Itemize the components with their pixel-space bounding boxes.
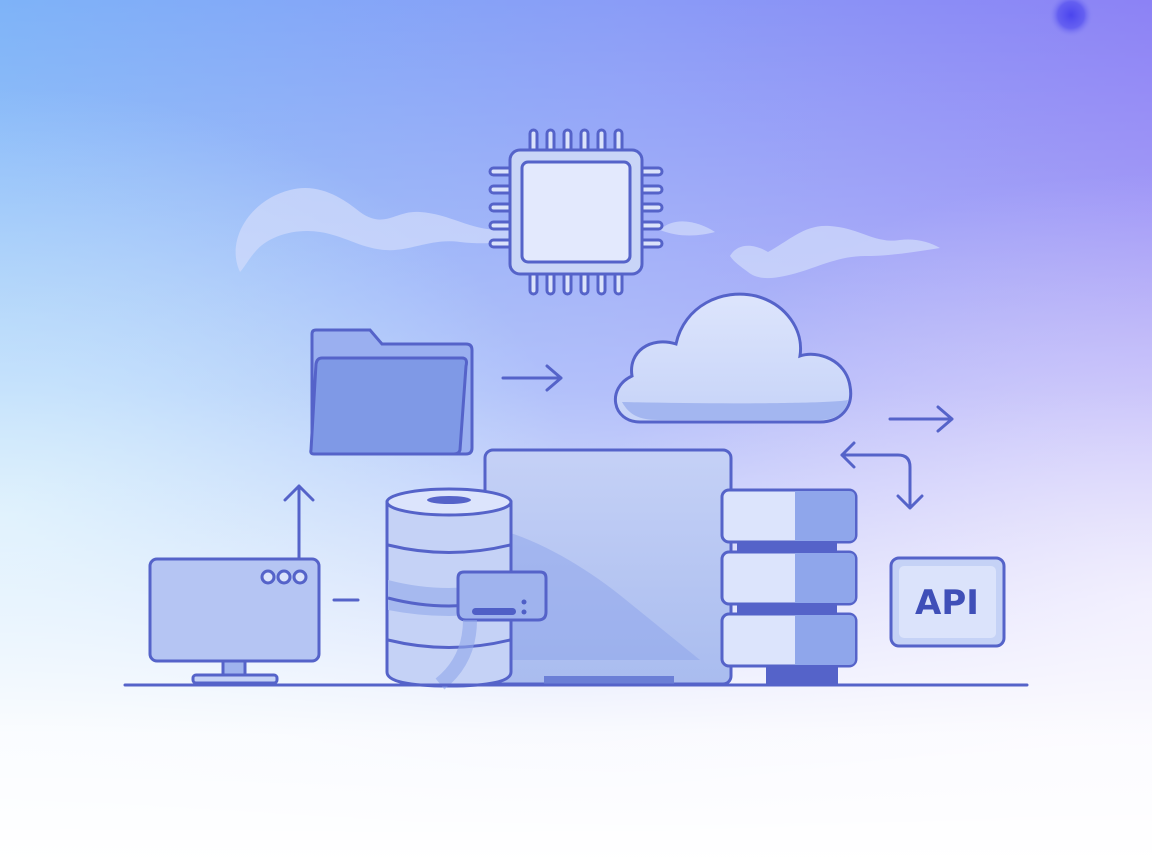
database-icon [385, 487, 548, 690]
cpu-die [520, 160, 632, 264]
api-badge-icon: API [889, 556, 1006, 648]
cpu-chip-icon [488, 128, 664, 296]
window-dot-1 [260, 569, 276, 585]
arrow-turn-icon [840, 441, 924, 510]
laptop-icon [483, 448, 733, 686]
monitor-icon [148, 557, 321, 685]
cloud-wisps [235, 188, 940, 279]
cpu-pins-right [638, 166, 664, 249]
window-dot-3 [292, 569, 308, 585]
api-badge-label: API [915, 583, 979, 623]
cloud-icon [614, 292, 853, 424]
arrow-up-icon [283, 484, 315, 560]
cpu-pins-top [528, 128, 624, 154]
window-dot-2 [276, 569, 292, 585]
arrow-right-icon [501, 364, 563, 392]
server-unit-2 [720, 550, 858, 606]
folder-icon [309, 328, 474, 456]
server-unit-3 [720, 612, 858, 668]
arrow-right-icon-2 [888, 405, 954, 433]
server-unit-1 [720, 488, 858, 544]
accent-dot [1049, 0, 1093, 37]
server-rack-icon [720, 488, 858, 684]
